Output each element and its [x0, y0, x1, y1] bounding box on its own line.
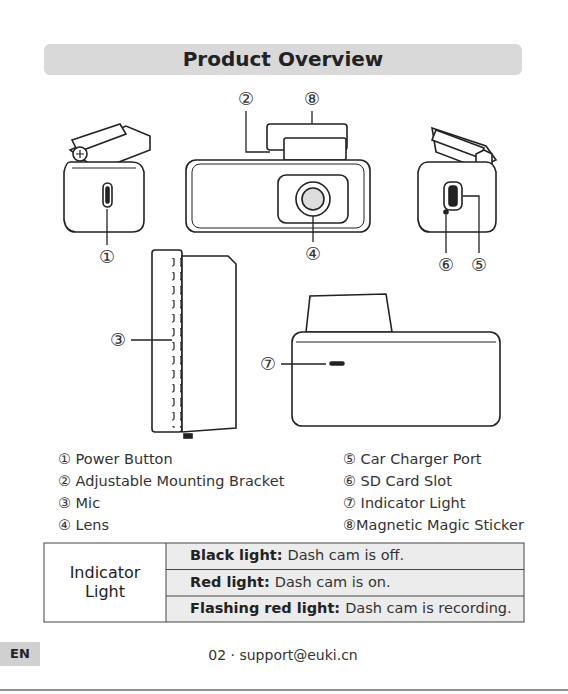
part-name: ③ Mic [58, 495, 100, 512]
callout-number: ⑥ [438, 254, 454, 276]
callout-number: ③ [110, 329, 126, 351]
part-name: ① Power Button [58, 451, 173, 468]
language-tab [0, 642, 40, 666]
right-view [418, 128, 496, 253]
table-cell: Dash cam is off. [287, 547, 404, 564]
table-cell: Dash cam is recording. [345, 600, 512, 617]
left-view [64, 124, 150, 245]
callout-number: ④ [305, 243, 321, 265]
part-name: ⑦ Indicator Light [343, 495, 465, 512]
table-cell: Black light: [190, 547, 282, 564]
callout-number: ⑦ [260, 353, 276, 375]
callout-number: ⑤ [471, 254, 487, 276]
page-title: Product Overview [183, 47, 384, 71]
table-cell: Dash cam is on. [275, 574, 391, 591]
page-rule [0, 690, 568, 691]
part-name: ⑤ Car Charger Port [343, 451, 482, 468]
table-header: Indicator Light [50, 563, 160, 601]
table-cell: Red light: [190, 574, 270, 591]
callout-number: ② [238, 88, 254, 110]
part-name: ② Adjustable Mounting Bracket [58, 473, 284, 490]
bottom-view [281, 294, 500, 426]
part-name: ④ Lens [58, 517, 109, 534]
table-cell: Flashing red light: [190, 600, 340, 617]
part-name: ⑧Magnetic Magic Sticker [343, 517, 524, 534]
page-footer: 02 · support@euki.cn [208, 647, 357, 664]
callout-number: ① [99, 246, 115, 268]
side-view [131, 250, 236, 438]
language-code: EN [10, 646, 30, 662]
part-name: ⑥ SD Card Slot [343, 473, 452, 490]
callout-number: ⑧ [304, 88, 320, 110]
title-band [44, 44, 522, 75]
indicator-table [44, 543, 524, 622]
front-view [186, 111, 370, 242]
